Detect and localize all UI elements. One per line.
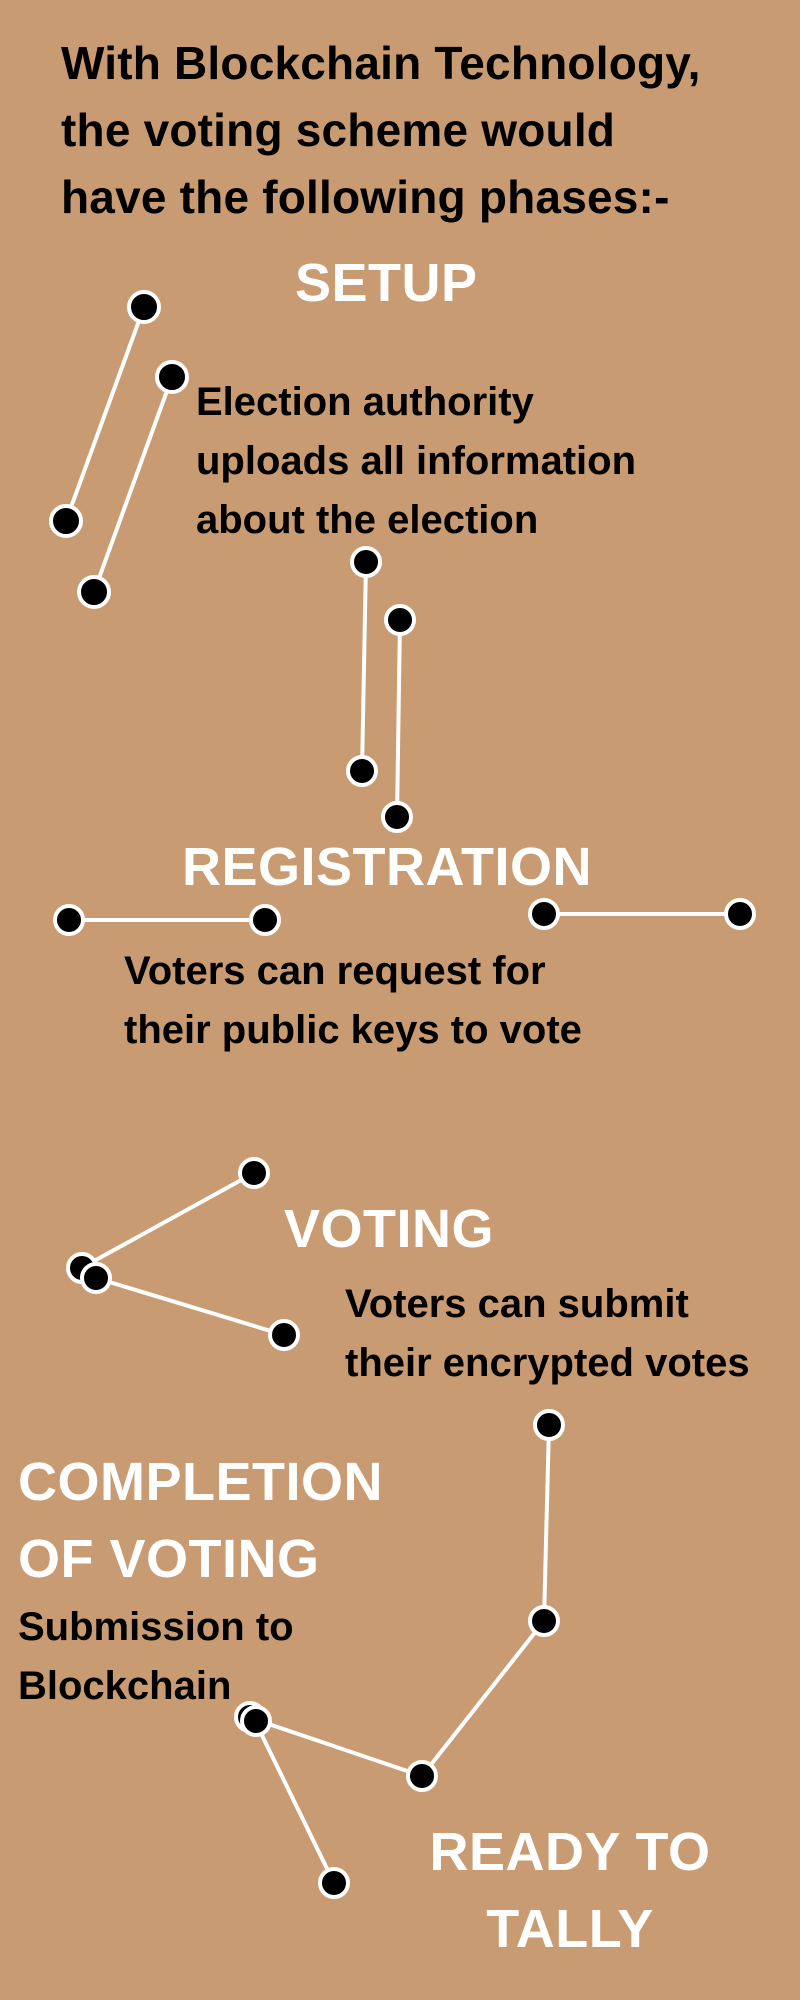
voting-title: VOTING — [284, 1199, 495, 1259]
voting-description: Voters can submit their encrypted votes — [345, 1282, 750, 1385]
completion-connector-line — [252, 1717, 336, 1885]
completion-description: Submission to Blockchain — [18, 1605, 294, 1708]
registration-connectors — [67, 912, 742, 922]
setup-connector-line — [64, 305, 146, 523]
setup-title: SETUP — [295, 253, 478, 313]
node-dot — [528, 1605, 560, 1637]
node-dot — [384, 604, 416, 636]
node-dot — [127, 290, 161, 324]
node-dot — [80, 1262, 112, 1294]
registration-title: REGISTRATION — [182, 837, 592, 897]
node-dot — [268, 1319, 300, 1351]
node-dot — [155, 360, 189, 394]
completion-connector-line — [420, 1619, 546, 1778]
intro-heading: With Blockchain Technology, the voting s… — [61, 37, 701, 223]
node-dot — [77, 575, 111, 609]
completion-title: COMPLETION OF VOTING — [18, 1452, 383, 1589]
node-dot — [238, 1157, 270, 1189]
setup-description: Election authority uploads all informati… — [196, 380, 637, 542]
setup-connectors — [64, 305, 402, 819]
voting-upper-line — [83, 1171, 256, 1268]
ready-to-tally-title: READY TO TALLY — [429, 1822, 711, 1959]
node-dot — [240, 1705, 272, 1737]
voting-connectors — [83, 1171, 286, 1337]
setup-to-registration-line — [395, 618, 402, 819]
registration-description: Voters can request for their public keys… — [124, 949, 582, 1052]
node-dot — [406, 1760, 438, 1792]
node-dots — [49, 290, 756, 1899]
node-dot — [381, 801, 413, 833]
node-dot — [528, 898, 560, 930]
completion-connectors — [252, 1423, 551, 1885]
node-dot — [318, 1867, 350, 1899]
node-dot — [533, 1409, 565, 1441]
setup-to-registration-line — [360, 560, 368, 773]
completion-connector-line — [252, 1717, 424, 1778]
voting-lower-line — [94, 1276, 286, 1337]
node-dot — [346, 755, 378, 787]
setup-connector-line — [92, 375, 174, 594]
node-dot — [49, 504, 83, 538]
node-dot — [249, 904, 281, 936]
node-dot — [724, 898, 756, 930]
node-dot — [53, 904, 85, 936]
completion-connector-line — [542, 1423, 551, 1623]
node-dot — [350, 546, 382, 578]
